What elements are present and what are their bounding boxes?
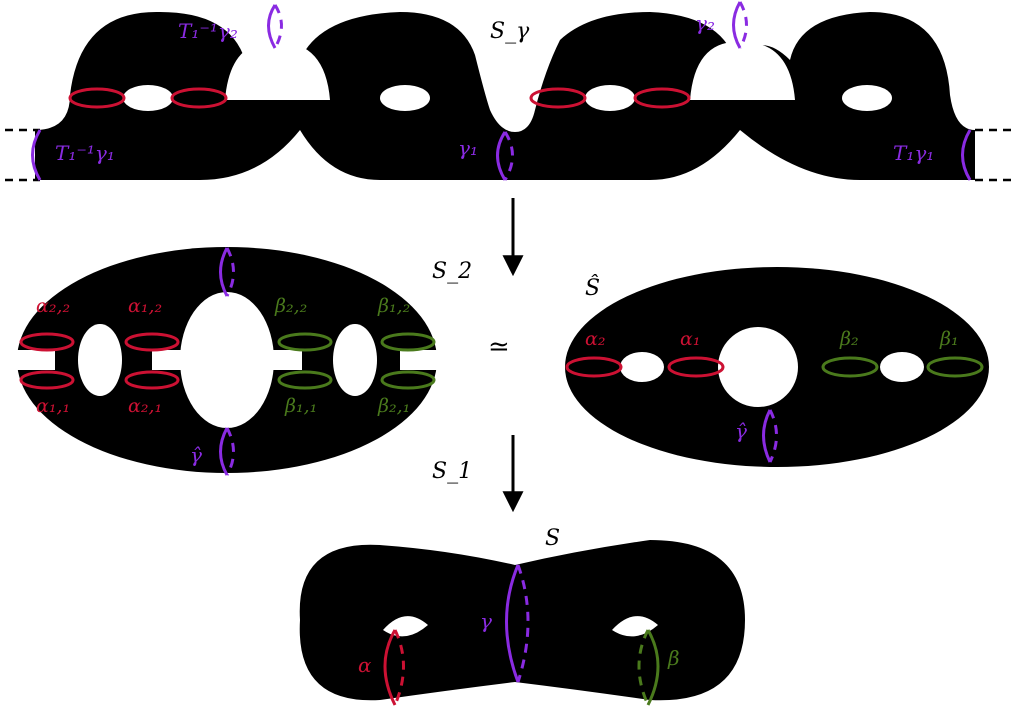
top-purple-curve — [961, 129, 972, 181]
label-bot-gamma: γ — [480, 609, 492, 633]
label-top-t-gamma1: T₁γ₁ — [893, 141, 934, 165]
top-red-curve — [170, 87, 228, 109]
top-purple-curve — [732, 1, 742, 49]
label-beta21: β₂,₁ — [377, 395, 410, 417]
label-beta12: β₁,₂ — [377, 295, 410, 317]
label-hat-beta1: β₁ — [939, 328, 959, 350]
label-alpha12: α₁,₂ — [128, 295, 162, 317]
label-s-hat: Ŝ — [585, 274, 600, 301]
label-hat-alpha1: α₁ — [680, 328, 700, 350]
label-s-gamma: S_γ — [490, 19, 530, 44]
label-hat-alpha2: α₂ — [585, 328, 605, 350]
label-alpha22: α₂,₂ — [36, 295, 70, 317]
label-s1: S_1 — [432, 459, 472, 484]
top-red-curve — [529, 87, 587, 109]
label-hat-gammahat: γ̂ — [735, 419, 747, 443]
label-s: S — [545, 526, 560, 551]
top-surface — [35, 11, 975, 180]
label-bot-alpha: α — [358, 653, 372, 677]
top-purple-curve — [267, 4, 277, 49]
middle-left-surface — [15, 247, 440, 473]
label-beta22: β₂,₂ — [274, 295, 307, 317]
label-hat-beta2: β₂ — [839, 328, 859, 350]
label-s2: S_2 — [432, 259, 472, 284]
label-beta11: β₁,₁ — [284, 395, 317, 417]
bottom-surface — [299, 540, 745, 701]
label-alpha11: α₁,₁ — [36, 395, 70, 417]
top-purple-curve — [496, 131, 507, 181]
label-mid-gammahat: γ̂ — [190, 443, 202, 467]
middle-right-surface — [565, 267, 989, 467]
label-top-tinv-gamma1: T₁⁻¹γ₁ — [55, 141, 115, 165]
label-top-tinv-gamma2: T₁⁻¹γ₂ — [178, 19, 238, 43]
top-purple-curve — [31, 129, 42, 181]
label-top-gamma1: γ₁ — [458, 136, 478, 160]
label-top-gamma2: γ₂ — [695, 11, 715, 35]
label-bot-beta: β — [667, 646, 680, 670]
top-red-curve — [68, 87, 126, 109]
label-simeq: ≃ — [488, 332, 510, 362]
label-alpha21: α₂,₁ — [128, 395, 162, 417]
top-red-curve — [633, 87, 691, 109]
